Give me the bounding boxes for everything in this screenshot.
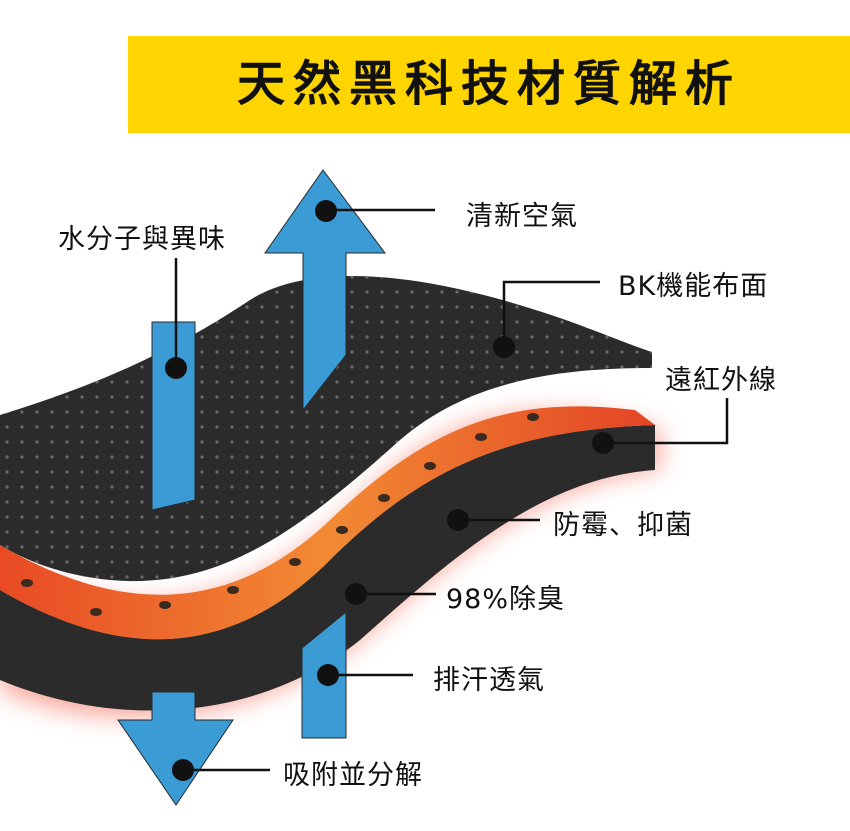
dot-bk-fabric [493, 336, 515, 358]
page-title: 天然黑科技材質解析 [236, 56, 741, 112]
dot-breathable [317, 664, 339, 686]
absorb-arrow [117, 691, 234, 806]
label-antimold-antibacterial: 防霉、抑菌 [553, 510, 693, 541]
bottom-layer [0, 425, 655, 711]
dot-far-infrared [592, 432, 614, 454]
label-deodorize-98: 98%除臭 [446, 584, 566, 615]
label-water-molecules-odor: 水分子與異味 [58, 224, 226, 255]
label-fresh-air: 清新空氣 [466, 201, 578, 232]
label-absorb-decompose: 吸附並分解 [283, 760, 423, 791]
label-breathable: 排汗透氣 [433, 665, 545, 696]
dot-antimold [447, 509, 469, 531]
dot-fresh-air [315, 200, 337, 222]
dot-water [165, 357, 187, 379]
orange-layer-dots [21, 413, 539, 616]
label-bk-fabric: BK機能布面 [618, 271, 769, 302]
title-banner: 天然黑科技材質解析 [128, 36, 850, 133]
water-molecule-arrow [151, 321, 196, 511]
dot-absorb [172, 759, 194, 781]
leader-bk-fabric [502, 280, 600, 347]
label-far-infrared: 遠紅外線 [665, 365, 777, 396]
far-infrared-layer [0, 406, 655, 640]
dot-deodorize [345, 583, 367, 605]
fresh-air-arrow [264, 169, 386, 412]
leader-far-infrared [603, 398, 729, 445]
